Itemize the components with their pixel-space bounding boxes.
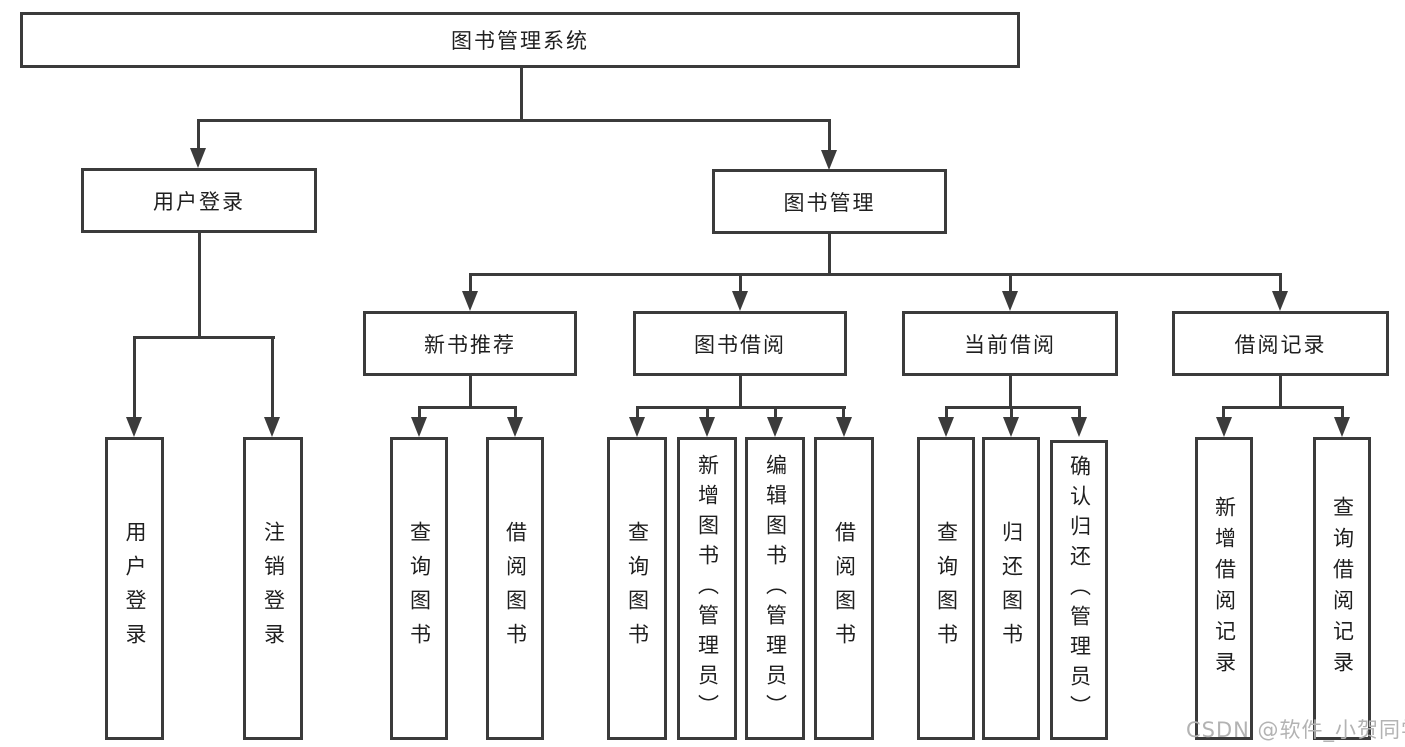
connector-user-login-split: [133, 336, 275, 339]
connector-borrow-record-split: [1223, 406, 1344, 409]
connector-stub-b2: [514, 406, 517, 420]
current-borrow-node: 当前借阅: [902, 311, 1118, 376]
leaf-query-borrow-record-label: 查询借阅记录: [1330, 495, 1355, 682]
arrowhead-d2: [1003, 417, 1019, 437]
user-login-node: 用户登录: [81, 168, 317, 233]
arrowhead-e2: [1334, 417, 1350, 437]
connector-stub-current-borrow: [1009, 275, 1012, 293]
new-book-label: 新书推荐: [424, 332, 516, 357]
connector-stub-c4: [842, 406, 845, 420]
arrowhead-book-mgmt: [821, 150, 837, 170]
leaf-add-book-admin-label: 新增图书（管理员）: [695, 453, 720, 724]
connector-stub-new-book: [469, 275, 472, 293]
book-borrow-label: 图书借阅: [694, 332, 786, 357]
connector-current-borrow-trunk: [1009, 373, 1012, 409]
new-book-node: 新书推荐: [363, 311, 577, 376]
connector-stub-d2: [1010, 406, 1013, 420]
arrowhead-user-login: [190, 148, 206, 168]
arrowhead-c1: [629, 417, 645, 437]
leaf-confirm-return-admin-label: 确认归还（管理员）: [1067, 455, 1092, 725]
arrowhead-leaf-logout: [264, 417, 280, 437]
leaf-borrow-book: 借阅图书: [814, 437, 874, 740]
connector-level3-split: [469, 273, 1282, 276]
borrow-record-node: 借阅记录: [1172, 311, 1389, 376]
connector-new-book-split: [418, 406, 517, 409]
csdn-watermark: CSDN @软件_小贺同学: [1186, 718, 1405, 742]
leaf-query-book-current-label: 查询图书: [934, 520, 959, 657]
connector-stub-c3: [774, 406, 777, 420]
arrowhead-d3: [1071, 417, 1087, 437]
leaf-borrow-book-recommend-label: 借阅图书: [503, 520, 528, 657]
arrowhead-borrow-record: [1272, 291, 1288, 311]
connector-stub-d3: [1078, 406, 1081, 420]
leaf-borrow-book-label: 借阅图书: [832, 520, 857, 657]
leaf-query-book-recommend-label: 查询图书: [407, 520, 432, 657]
leaf-query-borrow-record: 查询借阅记录: [1313, 437, 1371, 740]
book-mgmt-node: 图书管理: [712, 169, 947, 234]
arrowhead-c2: [699, 417, 715, 437]
connector-book-mgmt-trunk: [828, 232, 831, 275]
connector-current-borrow-split: [945, 406, 1081, 409]
leaf-edit-book-admin: 编辑图书（管理员）: [745, 437, 805, 740]
arrowhead-e1: [1216, 417, 1232, 437]
leaf-return-book-label: 归还图书: [999, 520, 1024, 657]
connector-stub-book-mgmt: [828, 119, 831, 151]
connector-level2-split: [197, 119, 831, 122]
connector-book-borrow-split: [636, 406, 846, 409]
connector-stub-d1: [945, 406, 948, 420]
arrowhead-current-borrow: [1002, 291, 1018, 311]
leaf-query-book-current: 查询图书: [917, 437, 975, 740]
connector-stub-book-borrow: [739, 275, 742, 293]
leaf-query-book-borrow: 查询图书: [607, 437, 667, 740]
leaf-return-book: 归还图书: [982, 437, 1040, 740]
arrowhead-c4: [836, 417, 852, 437]
arrowhead-b2: [507, 417, 523, 437]
leaf-add-borrow-record: 新增借阅记录: [1195, 437, 1253, 740]
connector-stub-leaf-login: [133, 336, 136, 420]
leaf-user-login-label: 用户登录: [123, 520, 147, 657]
connector-root-trunk: [520, 66, 523, 122]
book-mgmt-label: 图书管理: [783, 190, 876, 215]
connector-book-borrow-trunk: [739, 373, 742, 409]
arrowhead-new-book: [462, 291, 478, 311]
leaf-add-borrow-record-label: 新增借阅记录: [1212, 495, 1237, 682]
leaf-logout-label: 注销登录: [261, 520, 286, 657]
leaf-query-book-borrow-label: 查询图书: [625, 520, 650, 657]
connector-user-login-trunk: [198, 231, 201, 338]
leaf-user-login: 用户登录: [105, 437, 164, 740]
user-login-label: 用户登录: [153, 189, 245, 214]
connector-stub-c1: [636, 406, 639, 420]
connector-stub-c2: [706, 406, 709, 420]
leaf-confirm-return-admin: 确认归还（管理员）: [1050, 440, 1108, 740]
connector-stub-user-login: [197, 119, 200, 151]
borrow-record-label: 借阅记录: [1234, 332, 1327, 357]
connector-stub-e1: [1222, 406, 1225, 420]
book-borrow-node: 图书借阅: [633, 311, 847, 376]
leaf-add-book-admin: 新增图书（管理员）: [677, 437, 737, 740]
arrowhead-c3: [767, 417, 783, 437]
arrowhead-leaf-login: [126, 417, 142, 437]
root-node: 图书管理系统: [20, 12, 1020, 68]
connector-borrow-record-trunk: [1279, 373, 1282, 409]
current-borrow-label: 当前借阅: [964, 332, 1056, 357]
connector-stub-borrow-record: [1279, 275, 1282, 293]
root-label: 图书管理系统: [451, 29, 589, 53]
connector-stub-leaf-logout: [271, 336, 274, 420]
leaf-borrow-book-recommend: 借阅图书: [486, 437, 544, 740]
connector-stub-e2: [1341, 406, 1344, 420]
connector-new-book-trunk: [469, 373, 472, 409]
connector-stub-b1: [418, 406, 421, 420]
leaf-query-book-recommend: 查询图书: [390, 437, 448, 740]
arrowhead-b1: [411, 417, 427, 437]
leaf-logout: 注销登录: [243, 437, 303, 740]
arrowhead-book-borrow: [732, 291, 748, 311]
arrowhead-d1: [938, 417, 954, 437]
leaf-edit-book-admin-label: 编辑图书（管理员）: [763, 453, 788, 724]
